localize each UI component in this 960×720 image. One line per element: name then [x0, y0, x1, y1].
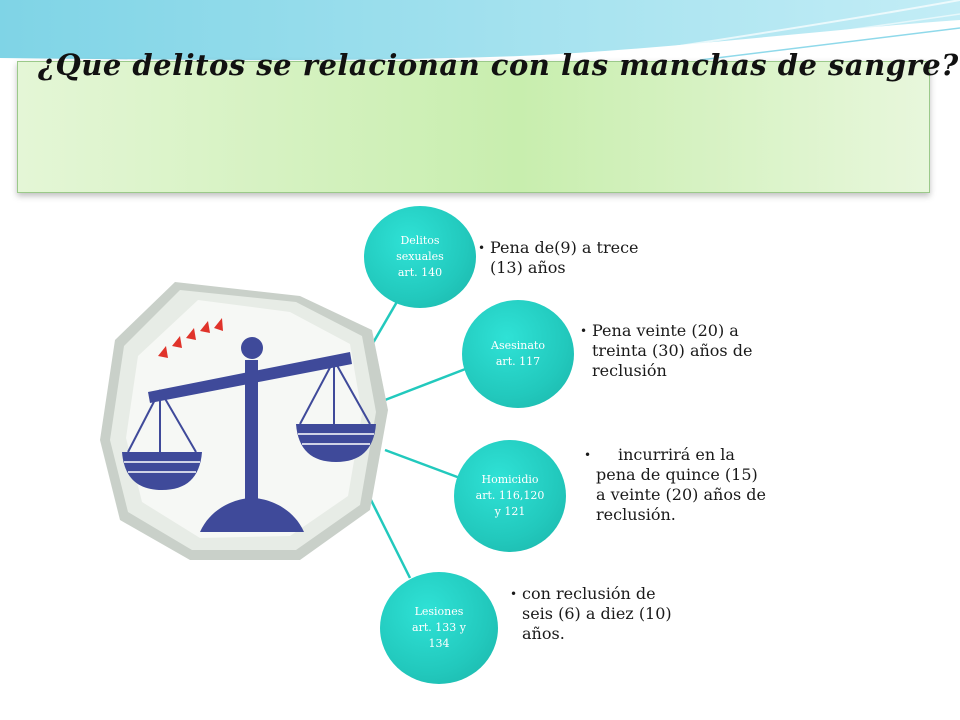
node-label-line: Homicidio — [481, 473, 539, 487]
penalty-text: Pena de(9) a trece (13) años — [490, 238, 639, 277]
penalty-text-2: • Pena veinte (20) a treinta (30) años d… — [580, 321, 762, 381]
penalty-text: con reclusión de seis (6) a diez (10) añ… — [522, 584, 672, 643]
node-label-line: art. 116,120 — [475, 489, 545, 503]
connector-4 — [364, 489, 412, 579]
bullet-icon: • — [510, 587, 518, 601]
bullet-icon: • — [584, 448, 592, 462]
connector-3 — [384, 448, 461, 480]
balance-scale-icon — [100, 282, 388, 560]
node-label-line: Asesinato — [491, 339, 545, 353]
penalty-text: incurrirá en la pena de quince (15) a ve… — [596, 445, 766, 524]
title-box — [17, 61, 930, 193]
penalty-text-1: • Pena de(9) a trece (13) años — [478, 238, 660, 278]
connector-2 — [384, 366, 469, 402]
node-label-line: 134 — [428, 636, 450, 650]
penalty-text-4: • con reclusión de seis (6) a diez (10) … — [510, 584, 682, 644]
node-label-line: art. 133 y — [412, 621, 466, 635]
node-lesiones: Lesiones art. 133 y 134 — [380, 572, 498, 684]
node-label-line: sexuales — [396, 250, 444, 264]
node-label-line: art. 117 — [495, 355, 541, 368]
node-delitos-sexuales: Delitos sexuales art. 140 — [364, 206, 476, 308]
bullet-icon: • — [478, 241, 486, 255]
page-title: ¿Que delitos se relacionan con las manch… — [38, 48, 959, 82]
node-label-line: art. 140 — [397, 265, 443, 279]
node-label-line: Delitos — [400, 234, 440, 248]
node-asesinato: Asesinato art. 117 — [462, 300, 574, 408]
node-label-line: y 121 — [494, 504, 526, 518]
penalty-text-3: • incurrirá en la pena de quince (15) a … — [584, 445, 766, 525]
node-label-line: Lesiones — [414, 605, 464, 619]
bullet-icon: • — [580, 324, 588, 338]
node-homicidio: Homicidio art. 116,120 y 121 — [454, 440, 566, 552]
penalty-text: Pena veinte (20) a treinta (30) años de … — [592, 321, 753, 380]
